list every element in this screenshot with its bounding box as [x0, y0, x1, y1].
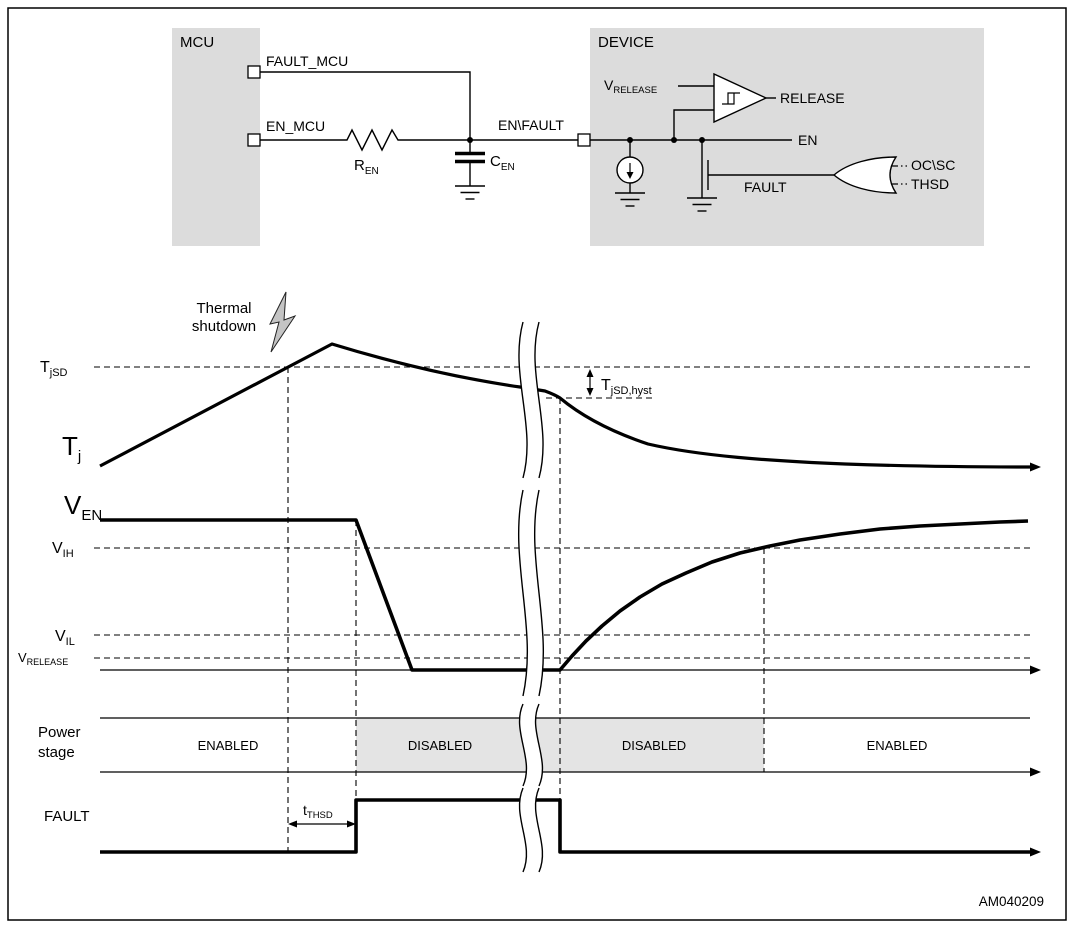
capacitor-c-en [455, 140, 485, 186]
t-thsd-arrow [288, 820, 356, 828]
break-mark-power [518, 703, 544, 787]
mosfet [701, 140, 834, 198]
resistor-r-en [340, 128, 404, 152]
device-title: DEVICE [598, 34, 654, 51]
oc-sc-label: OC\SC [911, 157, 955, 173]
break-mark-tj [518, 321, 544, 479]
vil-label: VIL [55, 628, 75, 648]
fault-net-label: FAULT [744, 179, 787, 195]
fault-mcu-wire [260, 71, 471, 140]
ven-axis-arrow [1030, 665, 1041, 675]
junction-dot [671, 137, 677, 143]
en-label: EN [798, 132, 817, 148]
ground-symbol [687, 197, 717, 212]
timing-diagram: tTHSD TjSD,hyst Thermal shutdown TjSD Tj… [18, 291, 1044, 909]
state-disabled-2: DISABLED [622, 738, 686, 753]
vih-label: VIH [52, 540, 74, 560]
ven-curve [100, 518, 1029, 672]
fault-axis-arrow [1030, 847, 1041, 857]
fault-row-label: FAULT [44, 808, 90, 825]
device-block [590, 28, 984, 246]
ground-symbol [615, 192, 645, 207]
hysteresis-icon [722, 92, 740, 105]
mcu-title: MCU [180, 34, 214, 51]
figure-code: AM040209 [979, 894, 1044, 909]
tjsd-hyst-arrow [586, 369, 594, 396]
tjsd-label: TjSD [40, 359, 68, 379]
fault-mcu-label: FAULT_MCU [266, 53, 348, 69]
v-release-ref-label: VRELEASE [604, 77, 657, 96]
thermal-shutdown-label-line1: Thermal [196, 300, 251, 317]
state-enabled-1: ENABLED [198, 738, 259, 753]
break-mark-fault [518, 787, 544, 873]
thermal-shutdown-label-line2: shutdown [192, 318, 256, 335]
en-fault-pin [577, 133, 591, 147]
lightning-bolt-icon [269, 291, 297, 353]
en-mcu-label: EN_MCU [266, 118, 325, 134]
ven-label: VEN [64, 490, 102, 524]
power-stage-label-line1: Power [38, 724, 81, 741]
tj-curve [99, 342, 1031, 469]
fault-mcu-pin [247, 65, 261, 79]
power-stage-label-line2: stage [38, 744, 75, 761]
break-mark-ven [517, 489, 545, 697]
t-thsd-label: tTHSD [303, 802, 333, 821]
fault-signal [100, 798, 1030, 854]
en-fault-label: EN\FAULT [498, 117, 564, 133]
tj-label: Tj [62, 431, 81, 465]
comparator-input-wire [673, 109, 714, 140]
circuit-schematic: MCU DEVICE FAULT_MCU EN_MCU EN\FAULT REN… [172, 28, 984, 246]
vrelease-label: VRELEASE [18, 650, 68, 667]
mcu-block [172, 28, 260, 246]
power-axis-arrow [1030, 767, 1041, 777]
thsd-label: THSD [911, 176, 949, 192]
state-enabled-2: ENABLED [867, 738, 928, 753]
ground-symbol [455, 185, 485, 200]
comparator [713, 72, 768, 124]
current-source [616, 140, 644, 193]
c-en-label: CEN [490, 153, 515, 173]
r-en-label: REN [354, 157, 379, 177]
en-mcu-pin [247, 133, 261, 147]
or-gate [832, 156, 898, 194]
release-label: RELEASE [780, 90, 845, 106]
tj-axis-arrow [1030, 462, 1041, 472]
state-disabled-1: DISABLED [408, 738, 472, 753]
tjsd-hyst-label: TjSD,hyst [601, 377, 652, 397]
